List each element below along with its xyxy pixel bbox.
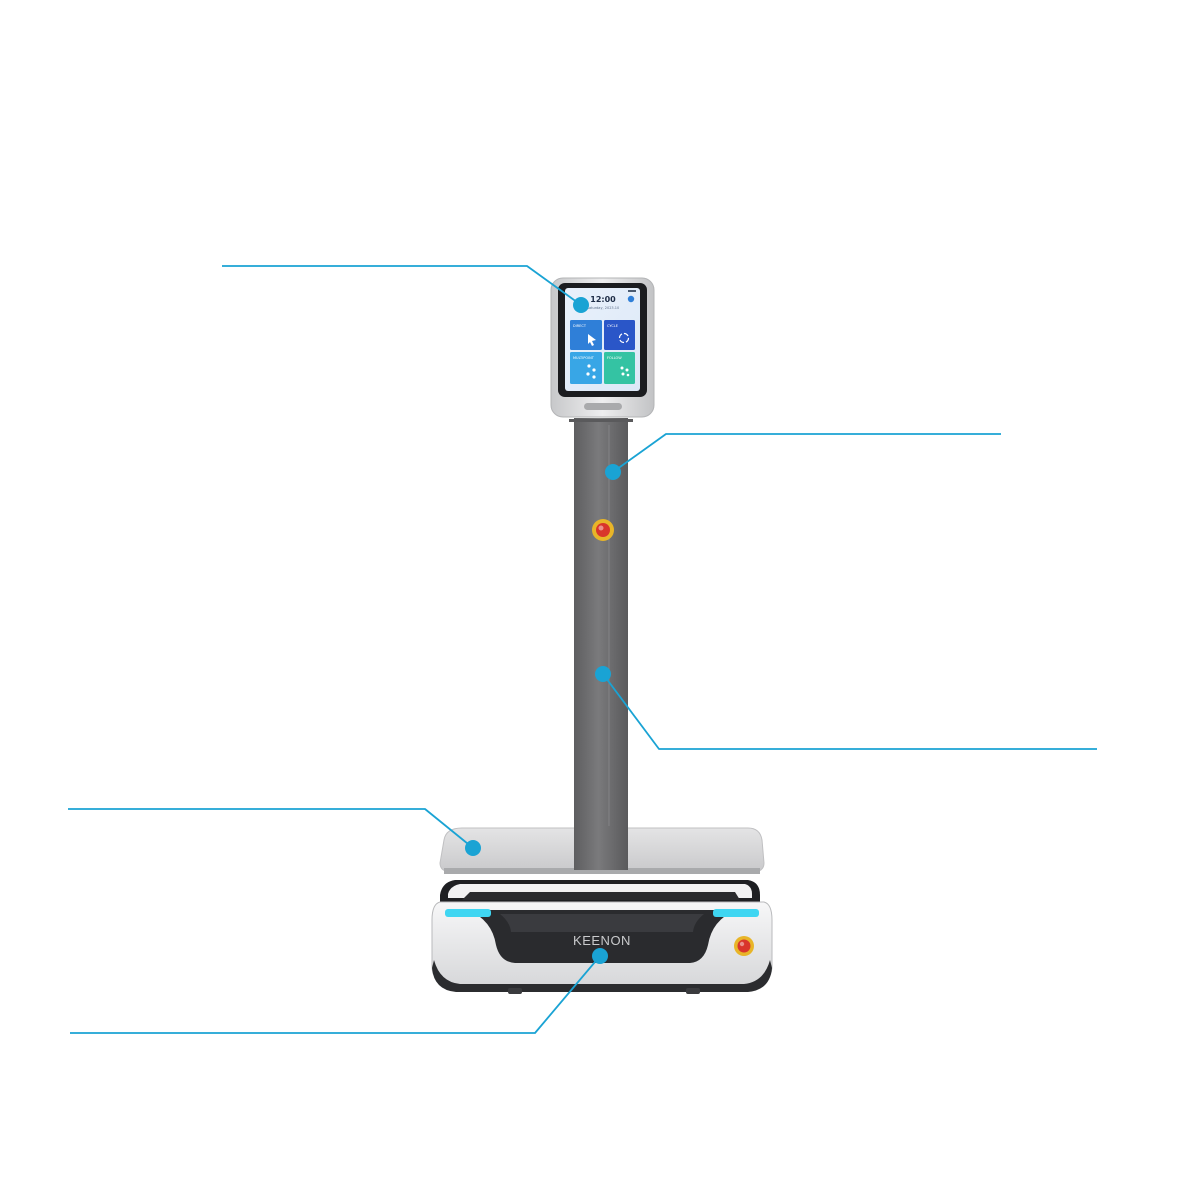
chassis-light-right bbox=[713, 909, 759, 917]
robot-pole-base bbox=[574, 826, 628, 870]
multipoint-icon bbox=[586, 364, 596, 379]
screen-status-icon bbox=[628, 290, 636, 292]
tile-label: DIRECT bbox=[573, 324, 587, 328]
tile-label: CYCLE bbox=[607, 324, 618, 328]
callout-chassis bbox=[70, 948, 608, 1034]
brand-label: KEENON bbox=[573, 933, 631, 948]
wheel-left bbox=[508, 988, 522, 994]
robot-chassis: KEENON bbox=[431, 880, 773, 994]
wheel-right bbox=[686, 988, 700, 994]
touchscreen[interactable]: 12:00 Saturday, 2023.10 DIRECT CYCLE MUL… bbox=[565, 288, 640, 391]
screen-settings-icon[interactable] bbox=[627, 295, 635, 303]
screen-date: Saturday, 2023.10 bbox=[587, 306, 619, 310]
callout-pole-upper bbox=[605, 433, 1001, 480]
callout-tray bbox=[68, 808, 481, 856]
callout-touchscreen bbox=[222, 265, 589, 313]
robot-pole bbox=[574, 418, 628, 873]
robot: 12:00 Saturday, 2023.10 DIRECT CYCLE MUL… bbox=[431, 277, 773, 994]
pole-emergency-stop-button[interactable] bbox=[592, 519, 614, 541]
screen-time: 12:00 bbox=[590, 295, 616, 304]
chassis-emergency-stop-button[interactable] bbox=[734, 936, 754, 956]
callouts bbox=[68, 265, 1097, 1034]
tile-label: MULTIPOINT bbox=[573, 356, 595, 360]
follow-icon bbox=[620, 366, 630, 377]
screen-tile-follow[interactable]: FOLLOW bbox=[604, 352, 635, 384]
screen-tile-multipoint[interactable]: MULTIPOINT bbox=[570, 352, 602, 384]
callout-pole-lower bbox=[595, 666, 1097, 750]
chassis-light-left bbox=[445, 909, 491, 917]
cursor-icon bbox=[588, 334, 596, 346]
cycle-icon bbox=[618, 332, 630, 344]
tile-label: FOLLOW bbox=[607, 356, 622, 360]
screen-tile-cycle[interactable]: CYCLE bbox=[604, 320, 635, 350]
screen-tile-direct[interactable]: DIRECT bbox=[570, 320, 602, 350]
